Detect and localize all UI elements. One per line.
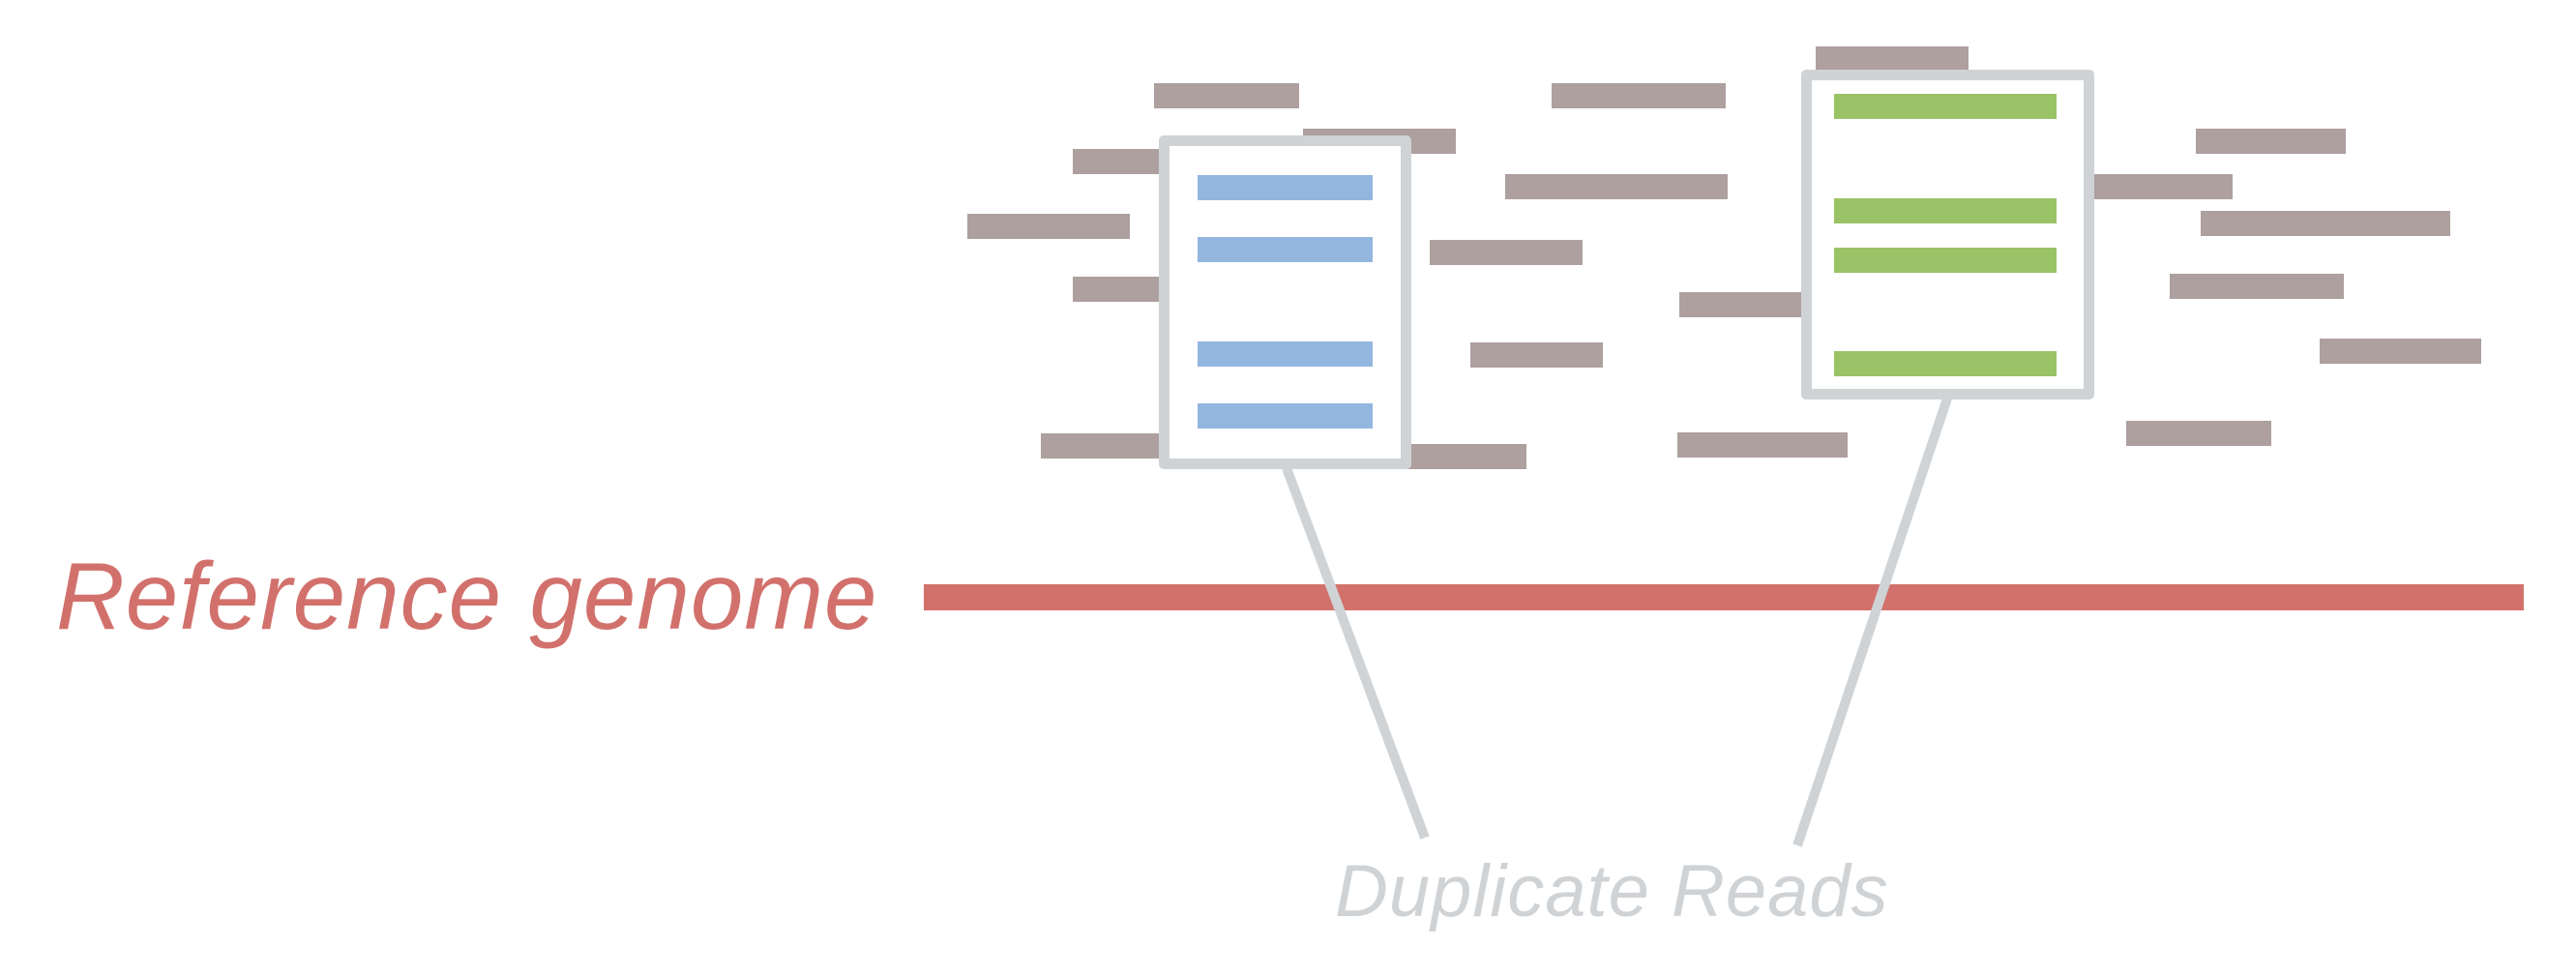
duplicate-read-green [1834,351,2057,376]
duplicate-read-blue [1198,403,1373,429]
sequencing-read [1816,46,1969,72]
duplicate-read-blue [1198,175,1373,200]
duplicate-group-box-2 [1801,70,2094,400]
sequencing-read [2078,174,2233,199]
duplicate-read-green [1834,198,2057,223]
duplicate-read-blue [1198,341,1373,367]
sequencing-read [2320,339,2481,364]
reference-genome-bar [924,584,2524,610]
duplicate-reads-label: Duplicate Reads [1335,850,1889,933]
sequencing-read [1679,292,1805,317]
sequencing-read [2170,274,2344,299]
sequencing-read [1154,83,1299,108]
sequencing-read [967,214,1130,239]
sequencing-read [2196,129,2346,154]
sequencing-read [1505,174,1728,199]
duplicate-read-green [1834,248,2057,273]
sequencing-read [1430,240,1583,265]
reference-genome-label: Reference genome [56,543,878,649]
duplicate-read-blue [1198,237,1373,262]
sequencing-read [2126,421,2271,446]
sequencing-read [2201,211,2450,236]
sequencing-read [1470,342,1603,368]
sequencing-read [1677,432,1848,458]
duplicate-read-green [1834,94,2057,119]
sequencing-read [1552,83,1726,108]
